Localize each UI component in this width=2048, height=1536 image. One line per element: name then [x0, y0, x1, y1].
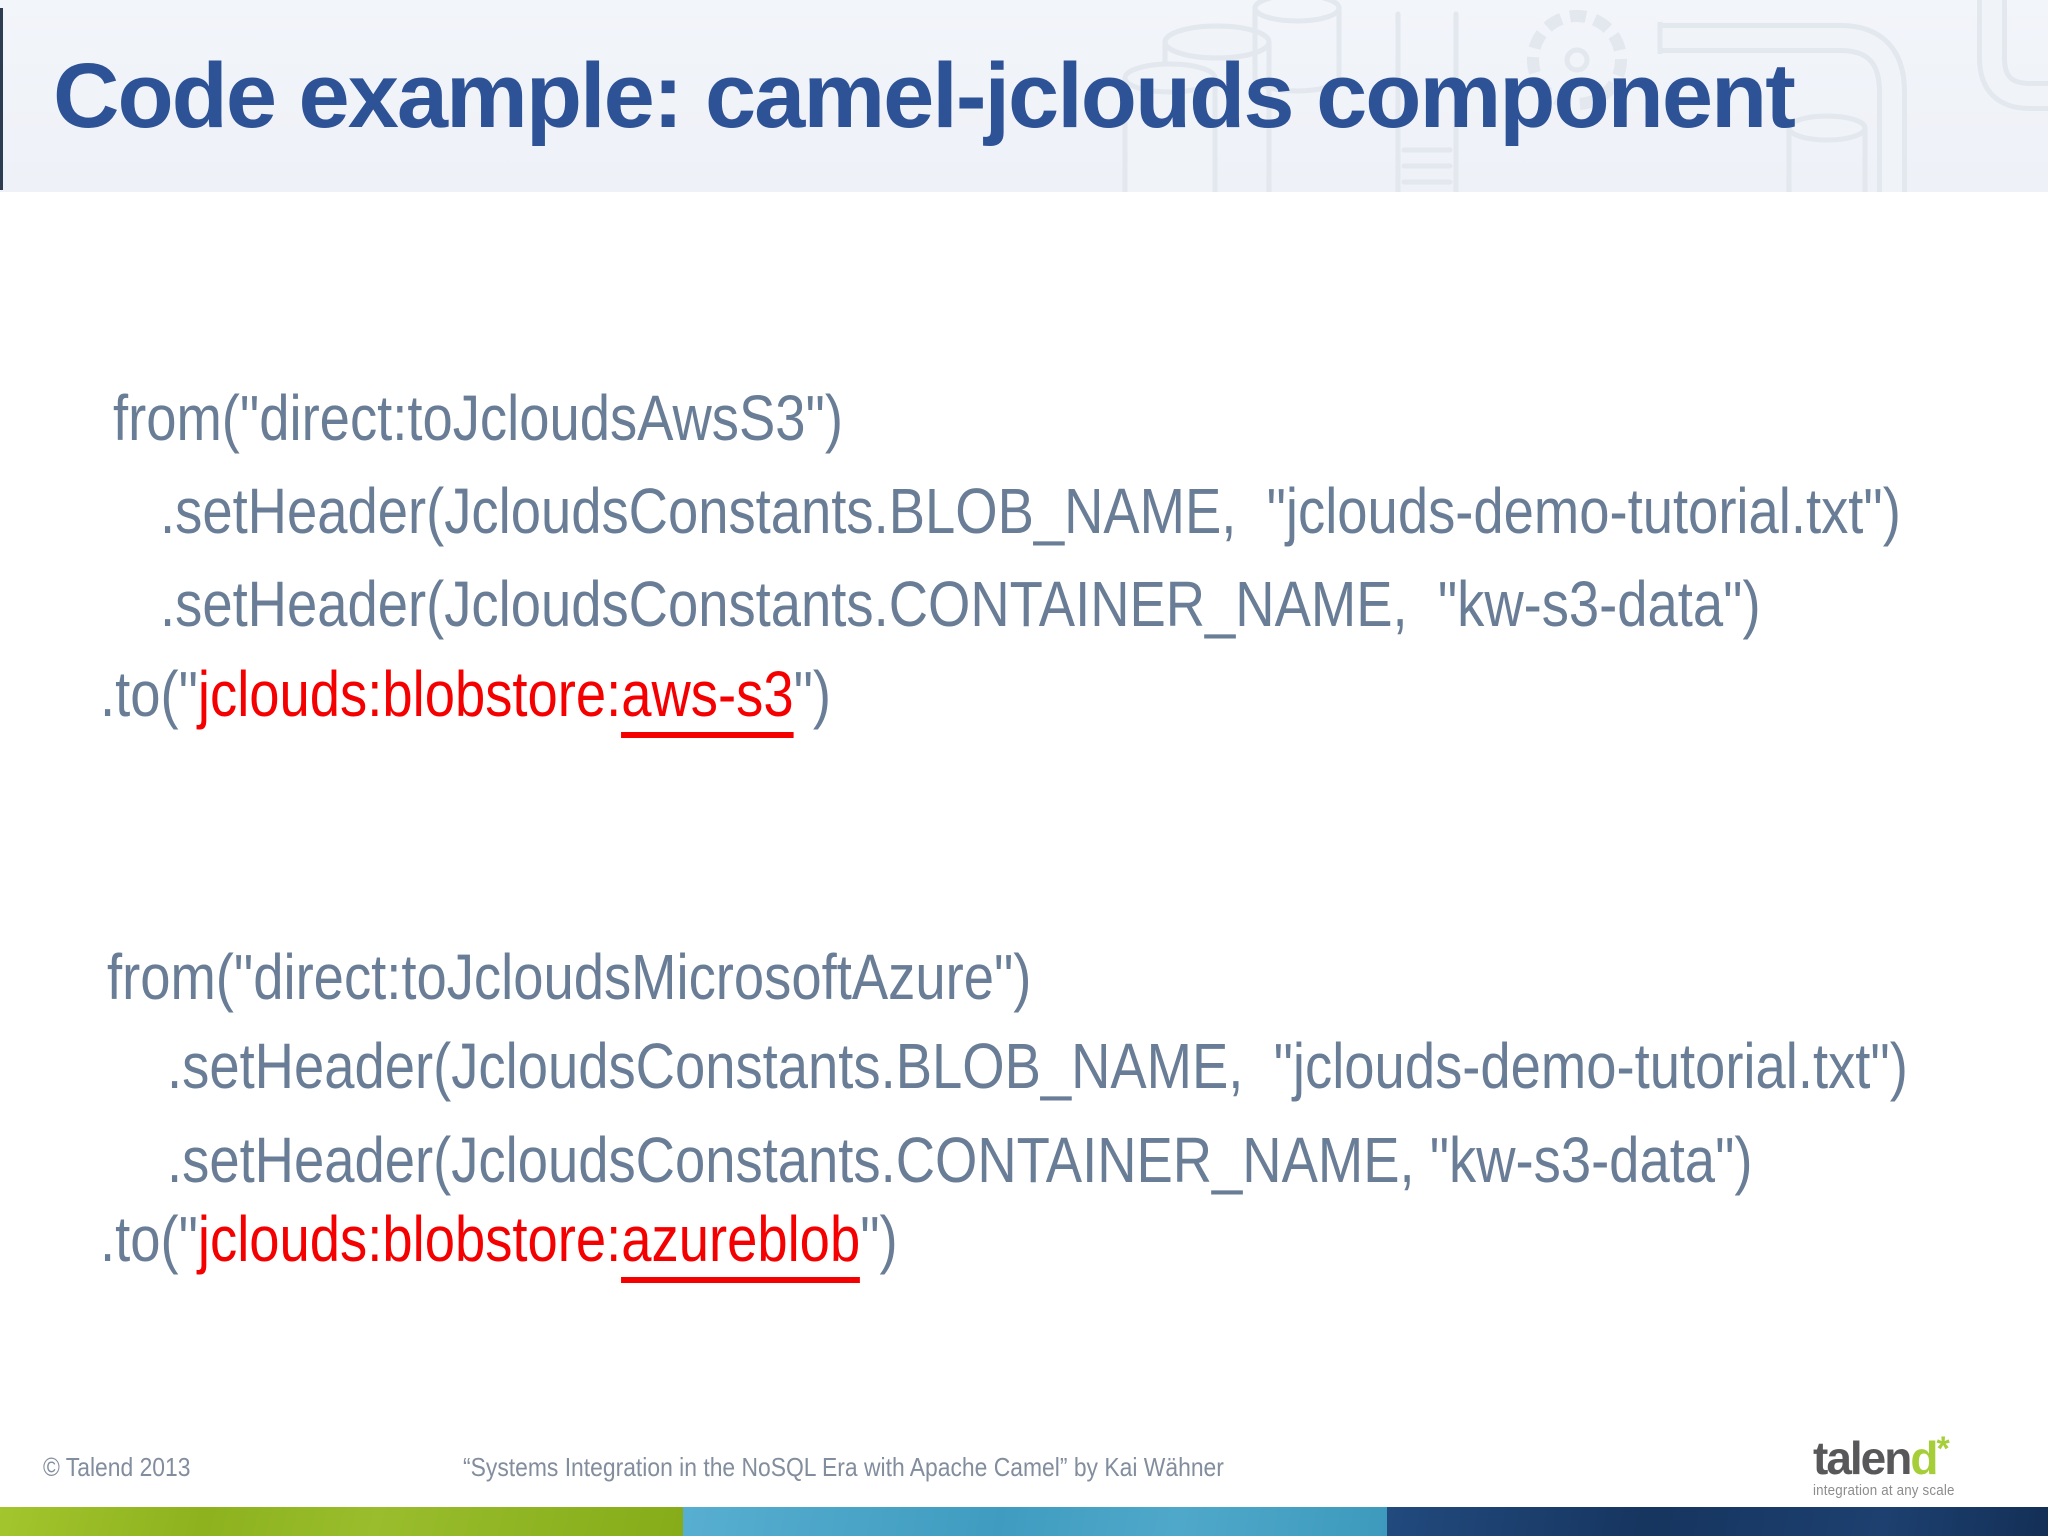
slide-title: Code example: camel-jclouds component	[53, 45, 1796, 147]
code-text: .to("	[100, 658, 198, 730]
code-text: ")	[793, 658, 831, 730]
code-text: .setHeader(JcloudsConstants.CONTAINER_NA…	[167, 1124, 1753, 1196]
wordmark-gray-part: talen	[1813, 1432, 1912, 1484]
code-text: .setHeader(JcloudsConstants.BLOB_NAME, "…	[160, 475, 1901, 547]
bottom-color-strip	[0, 1507, 2048, 1536]
code-line: from("direct:toJcloudsAwsS3")	[113, 378, 843, 458]
code-highlight: jclouds:blobstore:	[197, 1203, 622, 1275]
code-line: .setHeader(JcloudsConstants.CONTAINER_NA…	[167, 1120, 1752, 1200]
code-line: .setHeader(JcloudsConstants.BLOB_NAME, "…	[167, 1026, 1908, 1106]
code-text: from("direct:toJcloudsMicrosoftAzure")	[107, 941, 1032, 1013]
code-text: .setHeader(JcloudsConstants.BLOB_NAME, "…	[167, 1030, 1908, 1102]
copyright-notice: © Talend 2013	[43, 1452, 191, 1482]
code-text: .setHeader(JcloudsConstants.CONTAINER_NA…	[160, 568, 1761, 640]
code-line: .to("jclouds:blobstore:azureblob")	[100, 1199, 898, 1283]
code-line: from("direct:toJcloudsMicrosoftAzure")	[107, 937, 1031, 1017]
logo-tagline: integration at any scale	[1813, 1483, 1955, 1499]
code-highlight: jclouds:blobstore:	[197, 658, 622, 730]
code-line: .setHeader(JcloudsConstants.BLOB_NAME, "…	[160, 471, 1901, 551]
code-text: .to("	[100, 1203, 198, 1275]
strip-segment-blue	[683, 1507, 1387, 1536]
presentation-citation: “Systems Integration in the NoSQL Era wi…	[463, 1452, 1224, 1482]
header-accent-bar	[0, 8, 3, 190]
strip-segment-green	[0, 1507, 683, 1536]
code-highlight-underlined: azureblob	[621, 1203, 861, 1283]
code-line: .to("jclouds:blobstore:aws-s3")	[100, 654, 831, 738]
code-text: ")	[860, 1203, 898, 1275]
pipes-and-barrels-sketch-illustration	[1122, 0, 2048, 192]
talend-logo: talend* integration at any scale	[1813, 1432, 2013, 1499]
talend-wordmark: talend*	[1813, 1432, 2013, 1481]
strip-segment-navy	[1387, 1507, 2048, 1536]
code-text: from("direct:toJcloudsAwsS3")	[113, 382, 843, 454]
wordmark-green-part: d	[1910, 1432, 1938, 1484]
code-line: .setHeader(JcloudsConstants.CONTAINER_NA…	[160, 564, 1761, 644]
code-highlight-underlined: aws-s3	[621, 658, 794, 738]
slide-header: Code example: camel-jclouds component	[0, 0, 2048, 192]
asterisk-icon: *	[1936, 1430, 1950, 1468]
